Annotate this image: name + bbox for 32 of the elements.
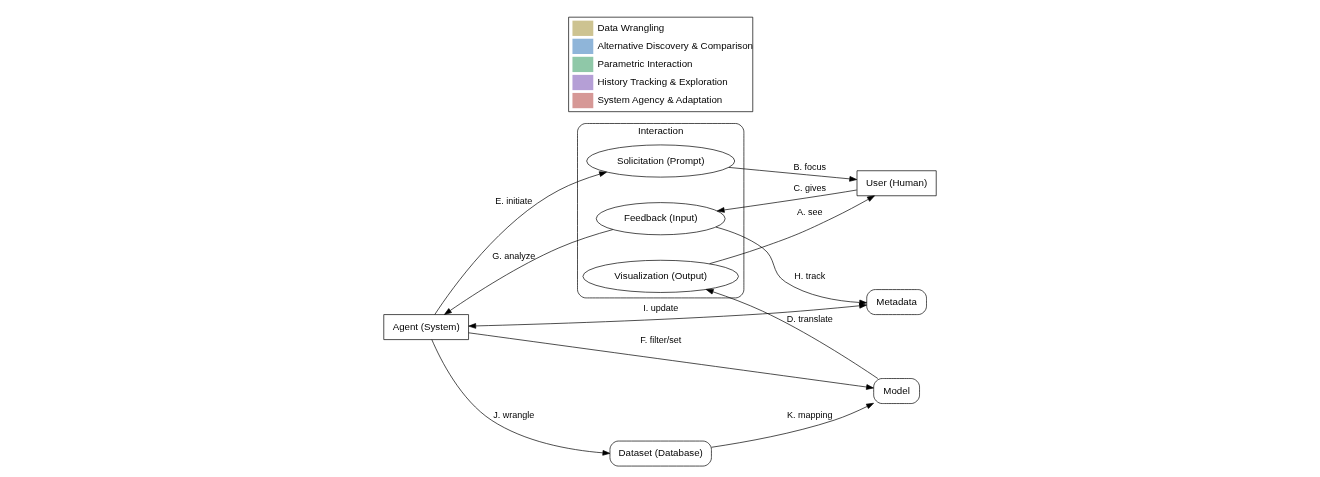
edge-label: J. wrangle <box>493 409 535 420</box>
legend-label: History Tracking & Exploration <box>597 76 728 88</box>
arrow <box>728 167 858 182</box>
edge-label: K. mapping <box>786 409 833 420</box>
arrow <box>444 229 614 315</box>
node-box: Agent (System) <box>383 314 469 340</box>
arrow <box>468 303 867 329</box>
legend-label: System Agency & Adaptation <box>597 94 723 106</box>
arrow <box>434 171 607 315</box>
arrow <box>705 289 879 379</box>
node-box: Dataset (Database) <box>609 440 712 467</box>
arrow <box>711 402 874 448</box>
edge-label: E. initiate <box>495 196 533 207</box>
node-box: Model <box>873 378 920 404</box>
arrow <box>709 195 875 265</box>
edge-label: A. see <box>796 206 823 217</box>
legend-label: Data Wrangling <box>597 21 665 33</box>
edge-label: I. update <box>643 303 679 314</box>
edge-label: F. filter/set <box>640 334 682 345</box>
arrow <box>716 189 858 213</box>
legend-label: Alternative Discovery & Comparison <box>597 39 754 51</box>
edge-label: C. gives <box>793 183 827 194</box>
arrow <box>431 339 611 456</box>
edge-label: H. track <box>794 271 826 282</box>
legend-label: Parametric Interaction <box>597 58 693 69</box>
node-box: User (Human) <box>856 170 937 197</box>
arrow <box>715 226 867 306</box>
node-box: Metadata <box>866 289 927 315</box>
edge-label: D. translate <box>786 313 833 324</box>
edge-label: G. analyze <box>492 250 536 261</box>
edge-label: B. focus <box>793 162 827 173</box>
arrow <box>468 332 874 390</box>
